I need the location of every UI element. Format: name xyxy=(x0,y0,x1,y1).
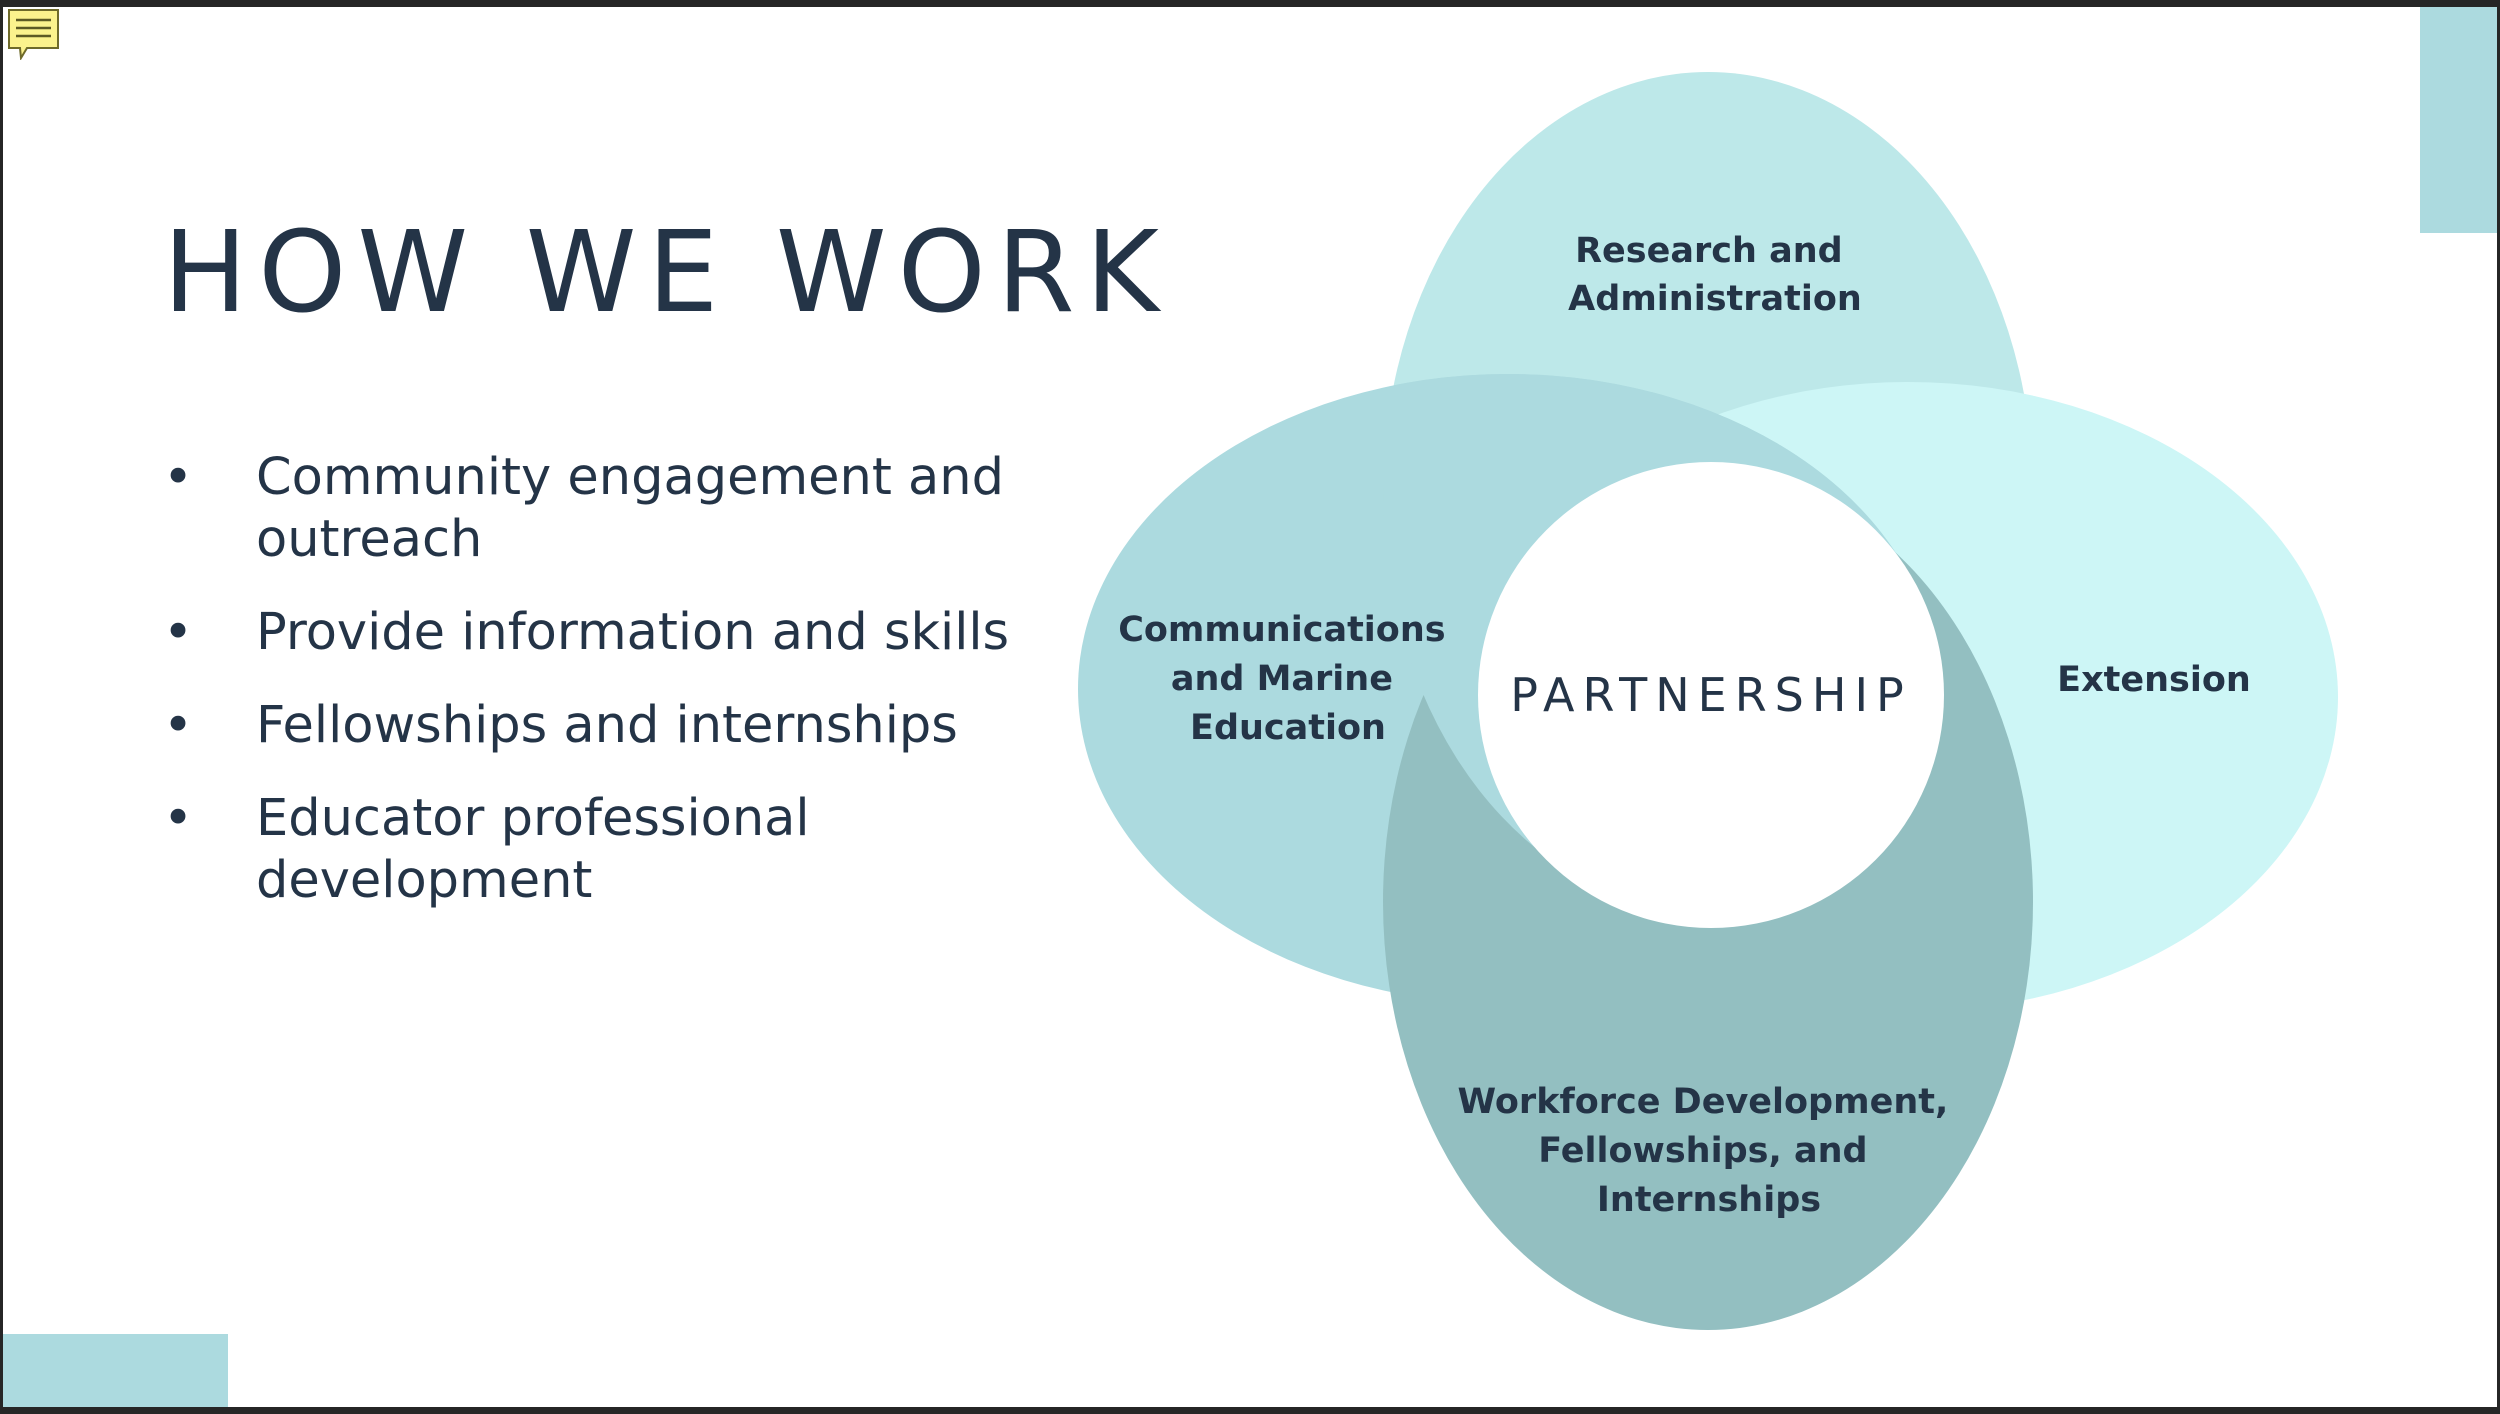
bullet-list: • Community engagement and outreach • Pr… xyxy=(163,447,1063,943)
bullet-item: • Educator professional development xyxy=(163,788,1063,912)
slide: HOW WE WORK • Community engagement and o… xyxy=(3,7,2497,1407)
bullet-item: • Community engagement and outreach xyxy=(163,447,1063,571)
petal-top-label: Research and Administration xyxy=(1568,231,1862,319)
bullet-dot: • xyxy=(163,696,194,755)
accent-block-top-right xyxy=(2420,7,2497,233)
bullet-text: Community engagement and xyxy=(256,448,1004,507)
accent-block-bottom-left xyxy=(3,1334,228,1407)
petal-bottom-label: Workforce Development, Fellowships, and … xyxy=(1458,1082,1961,1220)
comment-note-icon[interactable] xyxy=(7,8,61,60)
bullet-text: outreach xyxy=(256,510,483,569)
bullet-dot: • xyxy=(163,448,194,507)
bullet-dot: • xyxy=(163,603,194,662)
partnership-diagram: PARTNERSHIP Research and Administration … xyxy=(1078,72,2338,1330)
slide-title: HOW WE WORK xyxy=(163,208,1170,338)
bullet-text: Fellowships and internships xyxy=(256,696,958,755)
bullet-dot: • xyxy=(163,789,194,848)
center-label: PARTNERSHIP xyxy=(1510,668,1912,722)
bullet-text: Provide information and skills xyxy=(256,603,1010,662)
petal-right-label: Extension xyxy=(2057,660,2251,700)
bullet-item: • Fellowships and internships xyxy=(163,695,1063,757)
bullet-item: • Provide information and skills xyxy=(163,602,1063,664)
center-circle xyxy=(1478,462,1944,928)
petal-left-label: Communications and Marine Education xyxy=(1118,610,1458,748)
bullet-text: Educator professional xyxy=(256,789,810,848)
bullet-text: development xyxy=(256,851,593,910)
